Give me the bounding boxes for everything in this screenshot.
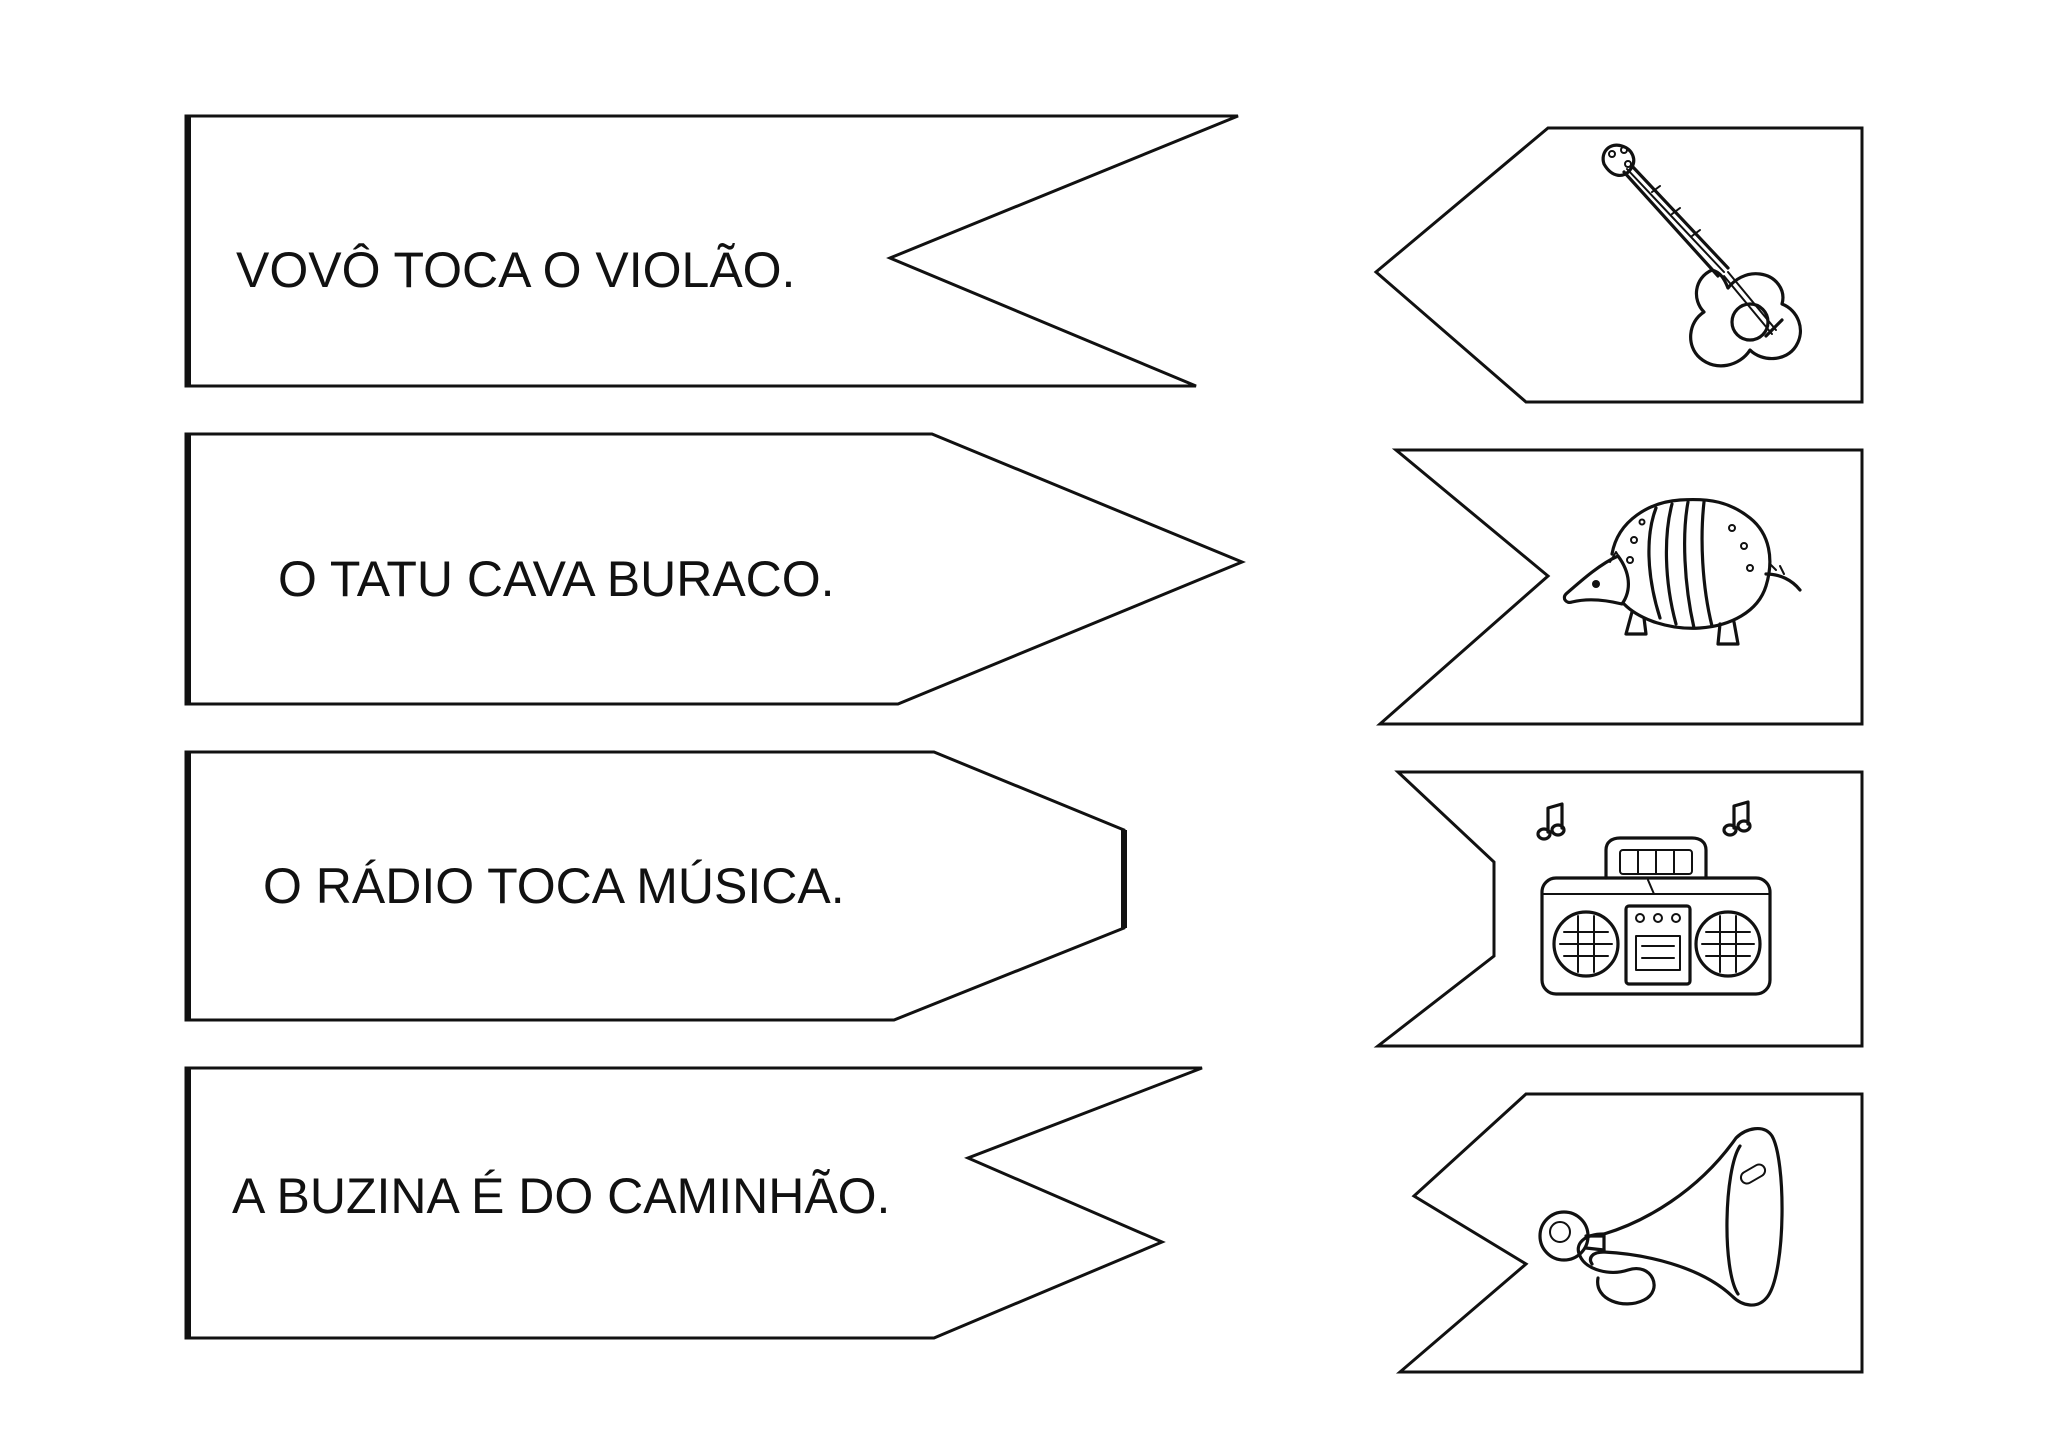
sentence-card-4[interactable]: A BUZINA É DO CAMINHÃO. — [184, 1066, 1203, 1340]
radio-icon — [1536, 800, 1772, 996]
sentence-card-1[interactable]: VOVÔ TOCA O VIOLÃO. — [184, 114, 1239, 388]
sentence-card-3[interactable]: O RÁDIO TOCA MÚSICA. — [184, 750, 1127, 1022]
sentence-text-2: O TATU CAVA BURACO. — [278, 551, 835, 607]
picture-card-4[interactable] — [1395, 1092, 1864, 1374]
picture-card-1[interactable] — [1373, 126, 1864, 404]
music-note-icon — [1722, 800, 1752, 837]
picture-card-3[interactable] — [1373, 770, 1864, 1048]
music-note-icon — [1536, 802, 1566, 841]
picture-card-2[interactable] — [1376, 448, 1864, 726]
sentence-text-1: VOVÔ TOCA O VIOLÃO. — [236, 242, 795, 298]
guitar-icon — [1601, 143, 1802, 368]
horn-icon — [1538, 1127, 1784, 1307]
sentence-text-3: O RÁDIO TOCA MÚSICA. — [263, 858, 845, 914]
sentence-card-2[interactable]: O TATU CAVA BURACO. — [184, 432, 1246, 706]
armadillo-icon — [1562, 497, 1802, 646]
sentence-text-4: A BUZINA É DO CAMINHÃO. — [232, 1168, 890, 1224]
